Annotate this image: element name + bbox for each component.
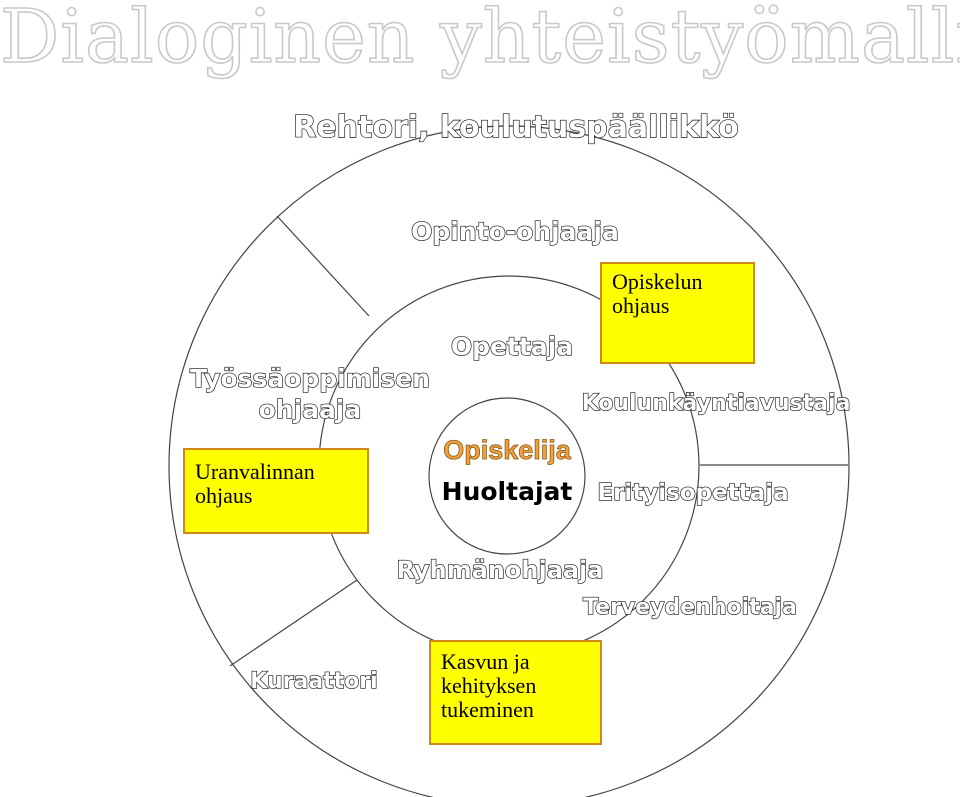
label-tyossaoppimisen: Työssäoppimisen (190, 364, 430, 393)
label-opettaja: Opettaja (451, 332, 573, 361)
box-opiskelun-ohjaus: Opiskelun ohjaus (600, 262, 755, 364)
label-ryhmanohjaaja: Ryhmänohjaaja (396, 556, 603, 584)
box-kasvun-ja-kehityksen-tukeminen: Kasvun ja kehityksen tukeminen (429, 640, 602, 745)
label-kuraattori: Kuraattori (250, 669, 377, 694)
outer-circle (168, 125, 850, 797)
diagram-title: Dialoginen yhteistyömalli (0, 0, 960, 81)
divider-lower-left (229, 579, 358, 667)
box-uranvalinnan-ohjaus: Uranvalinnan ohjaus (183, 448, 369, 534)
label-huoltajat: Huoltajat (442, 477, 573, 506)
label-opiskelija: Opiskelija (443, 435, 572, 465)
label-tyossaoppimisen-ohjaaja: ohjaaja (259, 395, 362, 424)
label-opinto-ohjaaja: Opinto-ohjaaja (411, 217, 619, 246)
top-label: Rehtori, koulutuspäällikkö (293, 110, 739, 145)
label-erityisopettaja: Erityisopettaja (597, 480, 788, 506)
label-koulunkayntiavustaja: Koulunkäyntiavustaja (582, 391, 851, 416)
label-terveydenhoitaja: Terveydenhoitaja (583, 595, 797, 620)
center-circle (428, 397, 586, 555)
divider-upper-left (276, 215, 370, 317)
